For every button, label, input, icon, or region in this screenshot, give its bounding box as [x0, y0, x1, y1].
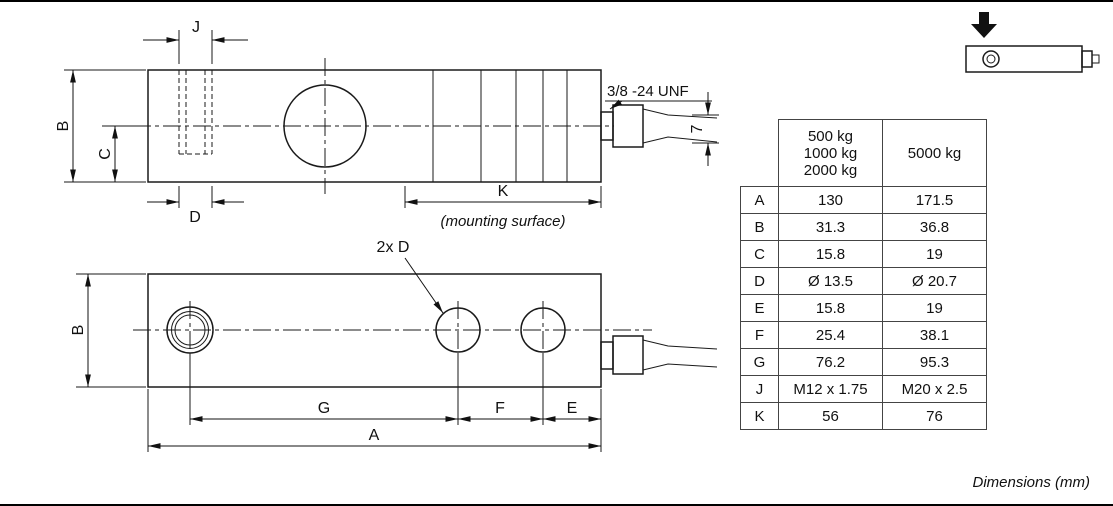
bottom-extension-lines [147, 354, 602, 452]
table-corner-cell [740, 119, 779, 187]
b-label-side: B [55, 121, 72, 132]
value-cell: 95.3 [882, 348, 987, 376]
f-dimension: F [458, 400, 543, 422]
capacity-line: 1000 kg [803, 144, 858, 162]
table-row: K 56 76 [740, 402, 987, 430]
row-label: C [740, 240, 779, 268]
e-label: E [567, 400, 578, 417]
row-label: B [740, 213, 779, 241]
k-label: K [498, 183, 509, 200]
value-cell: 38.1 [882, 321, 987, 349]
hole-callout: 2x D [377, 239, 444, 314]
cable-gland-top [612, 335, 644, 375]
product-icon [965, 12, 1100, 73]
row-label: E [740, 294, 779, 322]
c-label: C [97, 148, 114, 160]
value-cell: 19 [882, 240, 987, 268]
row-label: G [740, 348, 779, 376]
capacity-line: 2000 kg [803, 161, 858, 179]
col-header-5000kg: 5000 kg [882, 119, 987, 187]
value-cell: 130 [778, 186, 883, 214]
mounting-hole-2 [520, 301, 566, 359]
threaded-hole [166, 301, 214, 359]
icon-cable-tip [1091, 54, 1100, 64]
load-direction-arrow-icon [971, 12, 997, 38]
value-cell: 15.8 [778, 240, 883, 268]
capacity-line: 500 kg [807, 127, 854, 145]
g-dimension: G [190, 400, 458, 422]
cable-top [642, 339, 718, 371]
c-dimension: C [97, 125, 138, 182]
cable-gland-threaded [612, 104, 644, 148]
value-cell: 19 [882, 294, 987, 322]
value-cell: Ø 20.7 [882, 267, 987, 295]
hole-callout-label: 2x D [377, 239, 410, 256]
top-view [133, 273, 718, 388]
side-view [133, 58, 718, 194]
cable [642, 108, 718, 144]
row-label: D [740, 267, 779, 295]
row-label: A [740, 186, 779, 214]
table-row: B 31.3 36.8 [740, 213, 987, 241]
mounting-hole-1 [435, 301, 481, 359]
j-label: J [192, 19, 200, 36]
icon-load-hole-inner [986, 54, 996, 64]
col-header-low-capacity: 500 kg 1000 kg 2000 kg [778, 119, 883, 187]
k-dimension: K (mounting surface) [404, 183, 602, 230]
j-dimension: J [143, 19, 248, 64]
value-cell: 31.3 [778, 213, 883, 241]
thread-spec-label: 3/8 -24 UNF [607, 83, 689, 100]
table-row: A 130 171.5 [740, 186, 987, 214]
cable-diameter-dimension: 7 [689, 92, 719, 166]
b-label-top: B [70, 325, 87, 336]
value-cell: M20 x 2.5 [882, 375, 987, 403]
d-dimension-side: D [147, 186, 244, 226]
value-cell: 76 [882, 402, 987, 430]
a-label: A [369, 427, 380, 444]
table-row: D Ø 13.5 Ø 20.7 [740, 267, 987, 295]
table-row: J M12 x 1.75 M20 x 2.5 [740, 375, 987, 403]
mounting-surface-label: (mounting surface) [440, 213, 565, 230]
load-hole-circle [283, 84, 367, 168]
table-row: E 15.8 19 [740, 294, 987, 322]
value-cell: 36.8 [882, 213, 987, 241]
value-cell: 56 [778, 402, 883, 430]
table-row: G 76.2 95.3 [740, 348, 987, 376]
g-label: G [318, 400, 330, 417]
b-dimension-top: B [70, 273, 146, 388]
dimensions-note: Dimensions (mm) [972, 474, 1090, 491]
f-label: F [495, 400, 505, 417]
value-cell: 25.4 [778, 321, 883, 349]
value-cell: 76.2 [778, 348, 883, 376]
row-label: F [740, 321, 779, 349]
row-label: J [740, 375, 779, 403]
icon-cable-gland [1081, 50, 1093, 68]
thread-spec-callout: 3/8 -24 UNF [605, 83, 712, 110]
value-cell: 171.5 [882, 186, 987, 214]
value-cell: 15.8 [778, 294, 883, 322]
icon-load-hole [982, 50, 1000, 68]
value-cell: M12 x 1.75 [778, 375, 883, 403]
b-dimension-side: B [55, 69, 146, 183]
table-row: F 25.4 38.1 [740, 321, 987, 349]
row-label: K [740, 402, 779, 430]
a-dimension: A [148, 427, 601, 449]
cable-diameter-label: 7 [689, 124, 706, 133]
table-header-row: 500 kg 1000 kg 2000 kg 5000 kg [740, 119, 987, 187]
e-dimension: E [543, 400, 601, 422]
d-label: D [189, 209, 201, 226]
cable-collar-top [600, 341, 614, 370]
table-row: C 15.8 19 [740, 240, 987, 268]
value-cell: Ø 13.5 [778, 267, 883, 295]
hidden-thread-hole [178, 70, 213, 155]
dimensions-table: 500 kg 1000 kg 2000 kg 5000 kg A 130 171… [740, 119, 987, 430]
